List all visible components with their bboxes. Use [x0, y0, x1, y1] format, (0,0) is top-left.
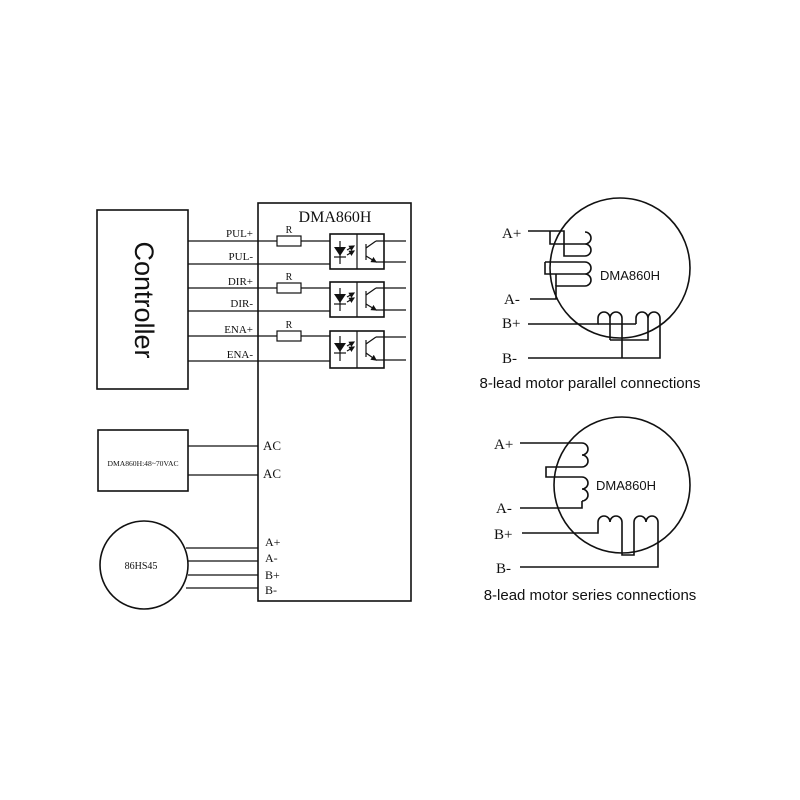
parallel-lead-b-minus: B-: [502, 351, 517, 367]
signal-label-pul-plus: PUL+: [226, 228, 253, 240]
controller-label: Controller: [129, 241, 159, 358]
motor-86hs45: 86HS45 A+ A- B+ B-: [99, 520, 281, 610]
optocoupler-dir: R: [258, 272, 406, 318]
parallel-lead-b-plus: B+: [502, 316, 520, 332]
parallel-motor-label: DMA860H: [600, 268, 660, 283]
motor-terminal-b-plus: B+: [265, 568, 280, 582]
signal-label-dir-plus: DIR+: [228, 276, 253, 288]
motor-terminal-b-minus: B-: [265, 583, 277, 597]
controller-box: Controller: [96, 209, 189, 390]
series-motor-label: DMA860H: [596, 478, 656, 493]
optocoupler-pul: R: [258, 225, 406, 270]
series-lead-b-plus: B+: [494, 527, 512, 543]
ac-terminal-2: AC: [263, 466, 281, 481]
resistor-label-pul: R: [286, 225, 293, 236]
parallel-connection-diagram: DMA860H A+ A- B+ B- 8-lead motor paralle…: [480, 197, 701, 392]
signal-label-ena-minus: ENA-: [227, 349, 254, 361]
signal-label-pul-minus: PUL-: [229, 251, 254, 263]
power-supply: DMA860H:48~70VAC AC AC: [97, 429, 281, 492]
series-lead-a-minus: A-: [496, 501, 512, 517]
parallel-caption: 8-lead motor parallel connections: [480, 375, 701, 392]
parallel-lead-a-plus: A+: [502, 226, 521, 242]
power-supply-label: DMA860H:48~70VAC: [107, 459, 178, 468]
series-caption: 8-lead motor series connections: [484, 587, 697, 604]
optocoupler-ena: R: [258, 320, 406, 369]
series-connection-diagram: DMA860H A+ A- B+ B- 8-lead motor series …: [484, 416, 697, 604]
driver-title: DMA860H: [299, 209, 372, 226]
ac-terminal-1: AC: [263, 438, 281, 453]
motor-terminal-a-minus: A-: [265, 551, 278, 565]
series-lead-b-minus: B-: [496, 561, 511, 577]
motor-terminal-a-plus: A+: [265, 535, 281, 549]
signal-label-dir-minus: DIR-: [230, 298, 253, 310]
resistor-label-dir: R: [286, 272, 293, 283]
series-lead-a-plus: A+: [494, 437, 513, 453]
parallel-lead-a-minus: A-: [504, 292, 520, 308]
signal-wiring: PUL+ PUL- DIR+ DIR- ENA+ ENA-: [188, 228, 258, 362]
motor-label: 86HS45: [125, 561, 158, 572]
resistor-label-ena: R: [286, 320, 293, 331]
signal-label-ena-plus: ENA+: [224, 324, 253, 336]
